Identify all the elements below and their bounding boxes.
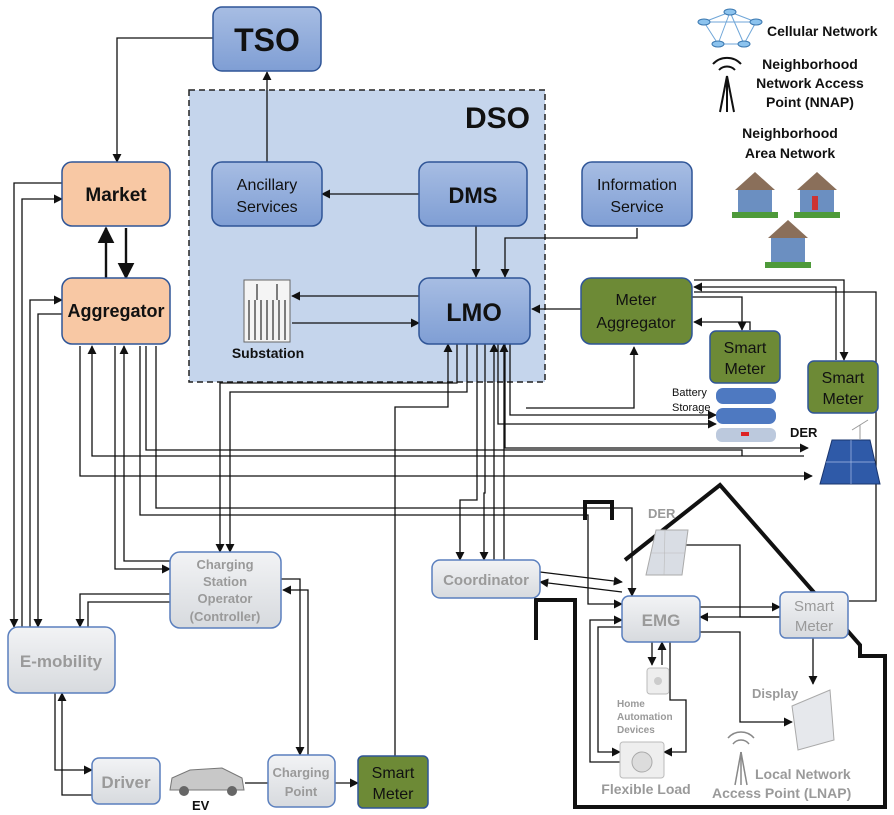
nnap-label-1: Neighborhood (762, 56, 858, 72)
smart-meter-3-label-1: Smart (372, 765, 415, 782)
ancillary-label-2: Services (236, 199, 297, 216)
driver-node[interactable]: Driver (91, 757, 161, 805)
smart-meter-node-2[interactable]: Smart Meter (807, 360, 879, 414)
smart-meter-1-label-1: Smart (724, 340, 767, 357)
smart-meter-2-label-1: Smart (822, 370, 865, 387)
lmo-node[interactable]: LMO (418, 277, 531, 345)
home-automation-icon (646, 667, 670, 695)
cso-label-4: (Controller) (190, 609, 261, 624)
driver-label: Driver (101, 773, 151, 792)
battery-storage-icon (716, 388, 776, 442)
nan-label-2: Area Network (745, 145, 835, 161)
meter-aggregator-node[interactable]: Meter Aggregator (580, 277, 693, 345)
emobility-label: E-mobility (20, 652, 103, 671)
ancillary-label-1: Ancillary (237, 177, 297, 194)
charging-point-label-1: Charging (272, 765, 329, 780)
battery-label-2: Storage (672, 402, 711, 414)
ev-label: EV (192, 798, 210, 813)
nan-label-1: Neighborhood (742, 125, 838, 141)
home-auto-label-1: Home (617, 699, 645, 710)
market-label: Market (85, 185, 147, 206)
smart-meter-node-1[interactable]: Smart Meter (709, 330, 781, 384)
meter-aggregator-label-1: Meter (616, 292, 658, 309)
smart-meter-3-label-2: Meter (373, 786, 415, 803)
dso-label: DSO (465, 102, 530, 135)
smart-meter-house-label-1: Smart (794, 598, 835, 615)
lmo-label: LMO (446, 299, 502, 327)
house-solar-panel-icon (645, 529, 689, 576)
lnap-label-2: Access Point (LNAP) (712, 785, 851, 801)
information-label-1: Information (597, 177, 677, 194)
ancillary-services-node[interactable]: Ancillary Services (211, 161, 323, 227)
display-icon (791, 689, 835, 751)
washing-machine-icon (619, 741, 665, 779)
neighborhood-houses-icon (732, 172, 840, 268)
aggregator-label: Aggregator (67, 301, 164, 321)
smart-meter-node-3[interactable]: Smart Meter (357, 755, 429, 809)
tso-node[interactable]: TSO (212, 6, 322, 72)
house-der-label: DER (648, 506, 676, 521)
cso-label-2: Station (203, 574, 247, 589)
charging-station-operator-node[interactable]: Charging Station Operator (Controller) (169, 551, 282, 629)
dms-node[interactable]: DMS (418, 161, 528, 227)
substation-label: Substation (232, 345, 304, 361)
aggregator-node[interactable]: Aggregator (61, 277, 171, 345)
home-auto-label-2: Automation (617, 712, 673, 723)
nnap-label-3: Point (NNAP) (766, 94, 854, 110)
smart-meter-2-label-2: Meter (823, 391, 865, 408)
substation-icon (243, 279, 291, 343)
charging-point-label-2: Point (285, 784, 318, 799)
meter-aggregator-label-2: Aggregator (596, 315, 676, 332)
nnap-tower-icon (712, 56, 742, 113)
market-node[interactable]: Market (61, 161, 171, 227)
cellular-label: Cellular Network (767, 23, 878, 39)
lnap-label-1: Local Network (755, 766, 851, 782)
display-label: Display (752, 686, 799, 701)
nnap-label-2: Network Access (756, 75, 864, 91)
flexible-load-label: Flexible Load (601, 781, 690, 797)
connectors (9, 37, 877, 796)
ev-car-icon (169, 767, 245, 796)
smart-meter-house-node[interactable]: Smart Meter (779, 591, 849, 639)
der-label: DER (790, 425, 818, 440)
charging-point-node[interactable]: Charging Point (267, 754, 336, 808)
battery-label-1: Battery (672, 387, 707, 399)
home-auto-label-3: Devices (617, 725, 655, 736)
solar-panel-icon (819, 419, 881, 485)
lnap-tower-icon (727, 731, 755, 786)
house-outline (534, 482, 887, 809)
coordinator-label: Coordinator (443, 572, 529, 589)
coordinator-node[interactable]: Coordinator (431, 559, 541, 599)
smart-meter-1-label-2: Meter (725, 361, 767, 378)
cellular-network-icon (697, 8, 763, 48)
cso-label-3: Operator (198, 591, 253, 606)
information-label-2: Service (610, 199, 663, 216)
dms-label: DMS (449, 183, 498, 208)
tso-label: TSO (234, 22, 300, 58)
information-service-node[interactable]: Information Service (581, 161, 693, 227)
cso-label-1: Charging (196, 557, 253, 572)
emg-label: EMG (642, 611, 681, 630)
emobility-node[interactable]: E-mobility (7, 626, 116, 694)
emg-node[interactable]: EMG (621, 595, 701, 643)
smart-meter-house-label-2: Meter (795, 618, 833, 635)
